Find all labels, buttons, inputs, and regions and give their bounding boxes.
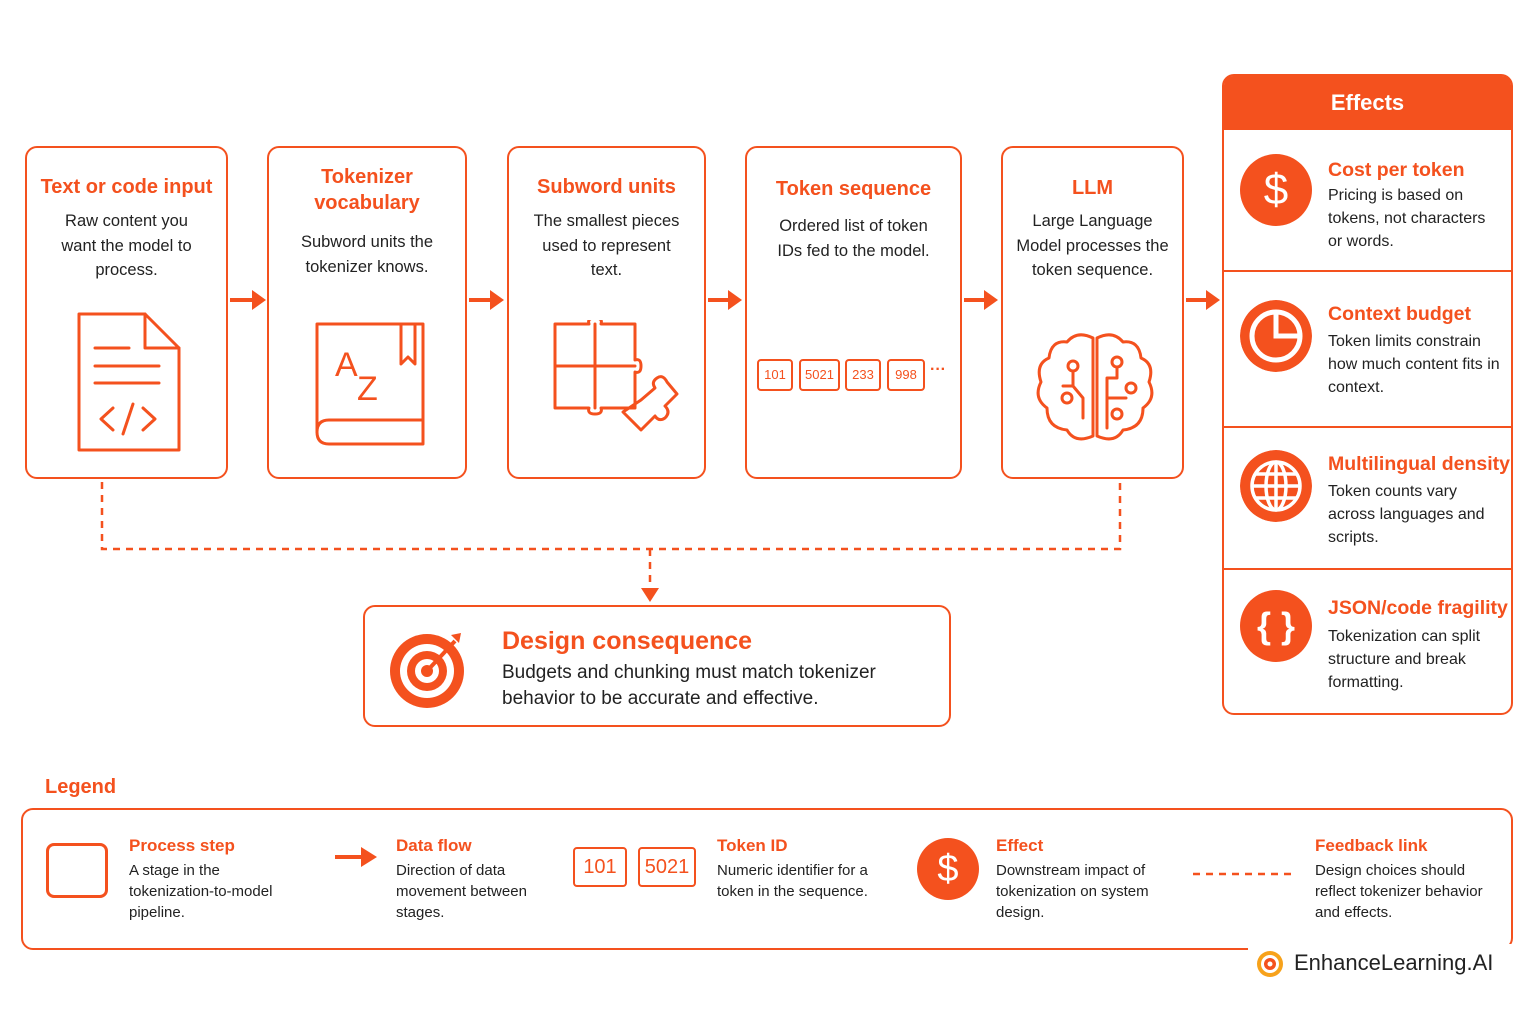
step-description: Ordered list of token IDs fed to the mod… [777,217,930,260]
step-description: Subword units the tokenizer knows. [300,233,434,276]
effects-panel: Effects $ Cost per token Pricing is base… [1222,74,1513,715]
legend-item-title: Feedback link [1315,836,1428,855]
token-ellipsis: ··· [930,361,946,378]
legend-item-description: Downstream impact of tokenization on sys… [996,862,1149,921]
effect-title: Multilingual density [1328,453,1511,475]
design-consequence-box: Design consequence Budgets and chunking … [363,605,951,727]
code-file-icon [77,312,181,452]
effect-description: Tokenization can split structure and bre… [1328,628,1481,691]
effect-description: Token counts vary across languages and s… [1328,483,1485,546]
legend-item-description: Direction of data movement between stage… [396,862,527,921]
step-title: LLM [1071,177,1114,199]
token-id-chip: 233 [845,359,881,391]
step-subword-units: Subword units The smallest pieces used t… [507,146,706,479]
legend-data-flow-arrow [335,847,377,867]
legend-title: Legend [45,776,117,798]
step-description: Raw content you want the model to proces… [61,212,192,279]
step-title: Token sequence [775,178,932,200]
flow-arrow-head [728,290,742,310]
effect-divider [1224,426,1511,428]
effect-title: JSON/code fragility [1328,597,1508,619]
effect-description: Pricing is based on tokens, not characte… [1328,187,1486,250]
legend-item-description: A stage in the tokenization-to-model pip… [129,862,273,921]
effect-divider [1224,568,1511,570]
effect-title: Context budget [1328,303,1471,325]
legend-item-title: Token ID [717,836,788,855]
step-title: Subword units [537,176,676,198]
brand-badge: EnhanceLearning.AI [1248,944,1518,984]
legend-token-chip: 101 [573,847,627,887]
effects-header: Effects [1224,76,1511,130]
brand-name: EnhanceLearning.AI [1294,950,1494,975]
globe-icon [1240,450,1312,522]
feedback-arrow-head [641,588,659,602]
consequence-title: Design consequence [502,627,753,655]
legend-token-chip: 5021 [638,847,696,887]
step-text-input: Text or code input Raw content you want … [25,146,228,479]
flow-arrow-head [1206,290,1220,310]
feedback-link [100,482,1122,551]
legend-item-title: Data flow [396,836,472,855]
effect-cost-per-token: $ Cost per token Pricing is based on tok… [1224,130,1511,272]
legend-item-title: Process step [129,836,235,855]
pie-chart-icon [1240,300,1312,372]
puzzle-pieces-icon [553,320,679,432]
brain-circuit-icon [1036,333,1154,441]
flow-arrow-head [984,290,998,310]
legend-feedback-dash [1193,872,1293,876]
legend-box [21,808,1513,950]
book-letter-z: Z [357,370,378,408]
effect-divider [1224,270,1511,272]
legend-item-description: Numeric identifier for a token in the se… [717,862,868,900]
legend-item-title: Effect [996,836,1044,855]
token-id-chip: 101 [757,359,793,391]
effect-multilingual-density: Multilingual density Token counts vary a… [1224,428,1511,568]
effect-description: Token limits constrain how much content … [1328,333,1500,396]
dollar-icon: $ [1240,154,1312,226]
brand-logo-icon [1257,951,1283,977]
token-id-chip: 5021 [799,359,840,391]
legend-dollar-icon: $ [917,838,979,900]
step-title: Text or code input [40,176,213,198]
effect-context-budget: Context budget Token limits constrain ho… [1224,272,1511,426]
step-description: The smallest pieces used to represent te… [533,212,680,279]
flow-arrow-head [490,290,504,310]
step-llm: LLM Large Language Model processes the t… [1001,146,1184,479]
legend-item-description: Design choices should reflect tokenizer … [1315,862,1483,921]
book-letter-a: A [335,346,358,384]
step-tokenizer-vocabulary: Tokenizer vocabulary Subword units the t… [267,146,467,479]
step-description: Large Language Model processes the token… [1016,212,1169,279]
step-token-sequence: Token sequence Ordered list of token IDs… [745,146,962,479]
curly-braces-icon: { } [1240,590,1312,662]
consequence-description: Budgets and chunking must match tokenize… [502,662,876,709]
effect-title: Cost per token [1328,159,1465,181]
effect-json-code-fragility: { } JSON/code fragility Tokenization can… [1224,570,1511,715]
token-id-chip: 998 [887,359,925,391]
legend-process-step-swatch [46,843,108,898]
step-title: Tokenizer vocabulary [314,166,420,214]
target-icon [390,633,464,708]
flow-arrow-head [252,290,266,310]
dictionary-book-icon: A Z [315,322,425,446]
